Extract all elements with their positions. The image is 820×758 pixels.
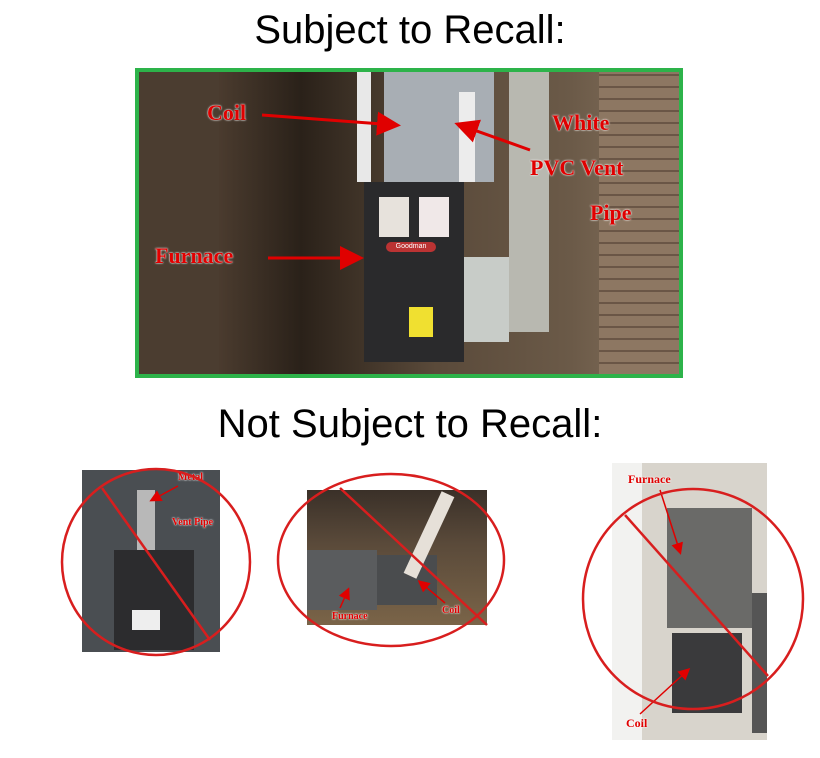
reject-ellipse-2	[276, 472, 506, 648]
coil-label-2: Coil	[442, 605, 460, 616]
reject-ellipse-1	[60, 467, 252, 657]
not-recalled-marks	[60, 467, 805, 711]
vent-pipe-label: Vent Pipe	[172, 517, 214, 528]
crawlspace-furnace-photo	[307, 490, 487, 625]
pvc-vent-label: PVC Vent	[530, 155, 624, 180]
recalled-furnace-photo: Goodman	[135, 68, 683, 378]
furnace-label-3: Furnace	[628, 472, 671, 486]
pipe-label: Pipe	[590, 200, 632, 225]
not-subject-to-recall-heading: Not Subject to Recall:	[217, 402, 603, 446]
reject-ellipse-3	[581, 487, 805, 711]
metal-label: Metal	[178, 472, 203, 483]
furnace-label-2: Furnace	[332, 611, 368, 622]
pointer-arrows	[261, 111, 531, 270]
coil-label: Coil	[207, 100, 247, 125]
coil-label-3: Coil	[626, 716, 648, 730]
white-label: White	[552, 110, 610, 135]
subject-to-recall-heading: Subject to Recall:	[254, 8, 566, 52]
brand-badge: Goodman	[386, 242, 436, 252]
furnace-label: Furnace	[155, 243, 234, 268]
